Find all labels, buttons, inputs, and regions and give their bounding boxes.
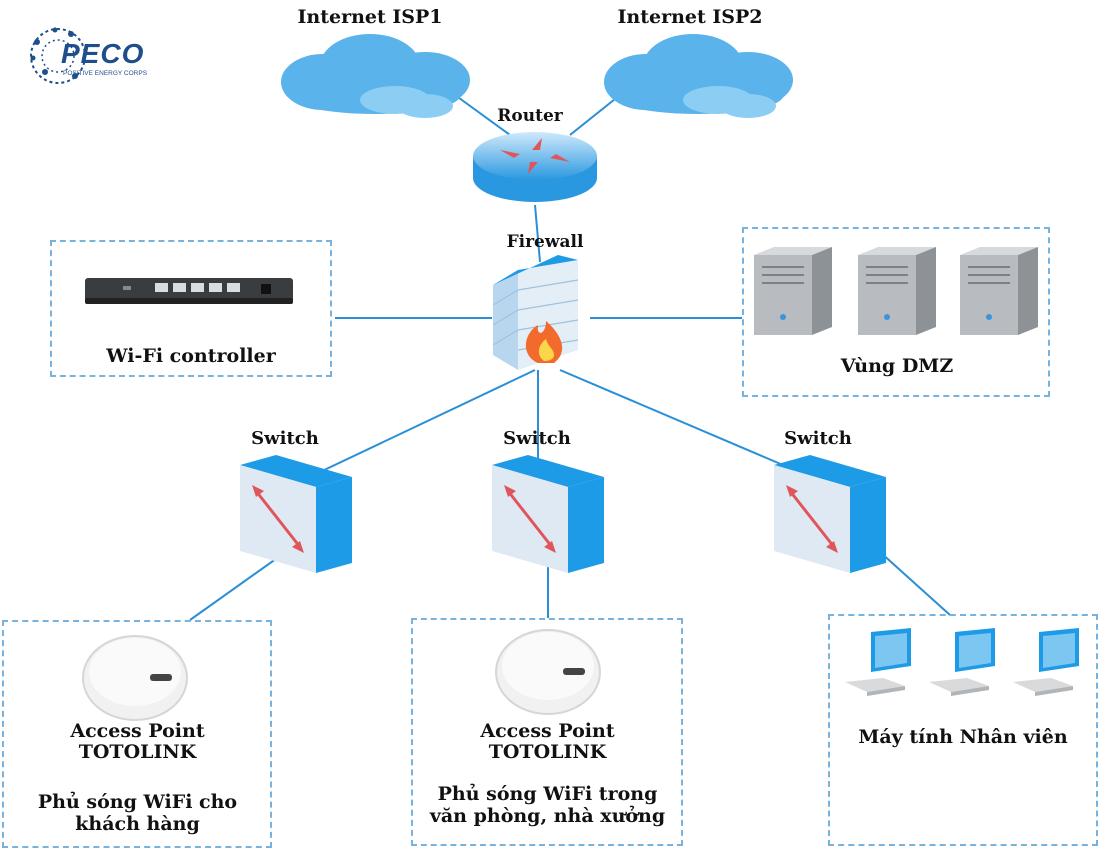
link-router-firewall [534, 204, 541, 263]
isp2-label: Internet ISP2 [617, 6, 763, 28]
computer-icon [845, 628, 911, 696]
logo-name: PECO [61, 38, 145, 69]
ap-guest-desc-line2: khách hàng [75, 813, 200, 835]
server-icon [754, 247, 832, 335]
dmz-label: Vùng DMZ [840, 355, 954, 377]
ap-guest-title-line1: Access Point [70, 720, 205, 742]
ap-guest-desc-line1: Phủ sóng WiFi cho [37, 791, 238, 813]
ap-office-desc-line1: Phủ sóng WiFi trong [437, 783, 658, 805]
link-firewall-switch1 [319, 369, 536, 473]
link-isp1-router [454, 94, 511, 136]
staff-box [828, 614, 1098, 846]
ap-guest-box [2, 620, 272, 848]
ap-office-title-line1: Access Point [480, 720, 615, 742]
link-firewall-switch3 [559, 369, 791, 469]
switch-2-label: Switch [503, 428, 571, 449]
dmz-servers [752, 245, 1042, 335]
switch-2-icon [492, 455, 604, 573]
computer-icon [929, 628, 995, 696]
wifi-controller-device-icon [85, 278, 293, 304]
link-switch3-staff [879, 551, 951, 616]
link-isp2-router [569, 94, 621, 136]
logo-tagline: POSITIVE ENERGY CORPS [63, 70, 148, 77]
wifi-controller-box [50, 240, 332, 377]
computer-icon [1013, 628, 1079, 696]
isp1-cloud-icon [281, 34, 470, 118]
staff-computers [845, 628, 1085, 698]
switch-1-icon [240, 455, 352, 573]
server-icon [960, 247, 1038, 335]
router-label: Router [497, 106, 563, 126]
ap-office-title-line2: TOTOLINK [488, 741, 607, 763]
router-icon [473, 132, 597, 202]
ap-guest-title-line2: TOTOLINK [78, 741, 197, 763]
peco-logo: PECO POSITIVE ENERGY CORPS [25, 22, 170, 92]
ap-office-box [411, 618, 683, 846]
logo-globe-icon [30, 27, 86, 84]
server-icon [858, 247, 936, 335]
switch-3-label: Switch [784, 428, 852, 449]
dmz-box [742, 227, 1050, 397]
access-point-office-icon [495, 629, 601, 715]
link-switch1-ap-guest [189, 555, 281, 621]
staff-label: Máy tính Nhân viên [858, 726, 1068, 748]
firewall-icon [492, 255, 579, 370]
access-point-guest-icon [82, 635, 188, 721]
isp2-cloud-icon [604, 34, 793, 118]
firewall-label: Firewall [506, 232, 584, 252]
isp1-label: Internet ISP1 [297, 6, 443, 28]
switch-3-icon [774, 455, 886, 573]
wifi-controller-label: Wi-Fi controller [106, 345, 276, 367]
ap-office-desc-line2: văn phòng, nhà xưởng [429, 805, 666, 827]
switch-1-label: Switch [251, 428, 319, 449]
